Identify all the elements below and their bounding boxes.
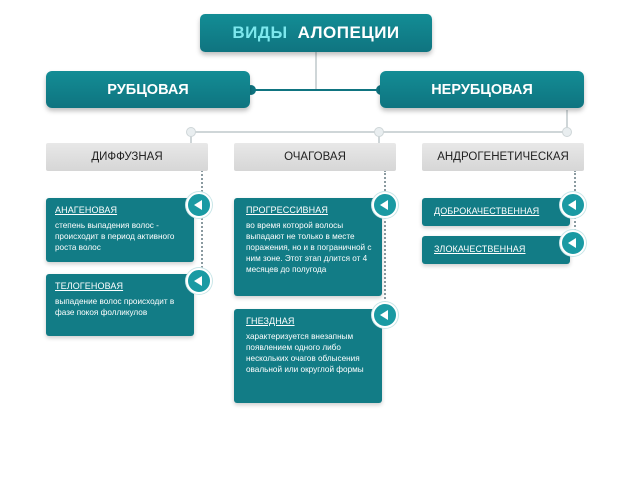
connector-dot-andro [562, 127, 572, 137]
card-anagen-title: АНАГЕНОВАЯ [55, 205, 118, 215]
card-anagen: АНАГЕНОВАЯ степень выпадения волос - про… [46, 198, 194, 262]
play-icon-anagen [186, 192, 212, 218]
dotted-line-diffuse [201, 170, 203, 280]
play-icon-progressive [372, 192, 398, 218]
card-malignant: ЗЛОКАЧЕСТВЕННАЯ [422, 236, 570, 264]
play-icon-benign [560, 192, 586, 218]
diffuse-box: ДИФФУЗНАЯ [46, 143, 208, 171]
title-box: ВИДЫ АЛОПЕЦИИ [200, 14, 432, 52]
play-icon-nested [372, 302, 398, 328]
card-benign-title: ДОБРОКАЧЕСТВЕННАЯ [434, 206, 540, 216]
card-telogen-text: выпадение волос происходит в фазе покоя … [55, 297, 175, 317]
card-progressive-title: ПРОГРЕССИВНАЯ [246, 205, 328, 215]
card-nested-text: характеризуется внезапным появлением одн… [246, 332, 364, 374]
connector-right-down [566, 110, 568, 132]
card-progressive-text: во время которой волосы выпадают не толь… [246, 221, 372, 274]
connector-level1 [250, 89, 380, 91]
card-nested: ГНЕЗДНАЯ характеризуется внезапным появл… [234, 309, 382, 403]
scarring-box: РУБЦОВАЯ [46, 71, 250, 108]
androgenetic-label: АНДРОГЕНЕТИЧЕСКАЯ [437, 151, 569, 163]
card-progressive: ПРОГРЕССИВНАЯ во время которой волосы вы… [234, 198, 382, 296]
play-icon-telogen [186, 268, 212, 294]
card-telogen-title: ТЕЛОГЕНОВАЯ [55, 281, 124, 291]
card-telogen: ТЕЛОГЕНОВАЯ выпадение волос происходит в… [46, 274, 194, 336]
nonscarring-box: НЕРУБЦОВАЯ [380, 71, 584, 108]
diffuse-label: ДИФФУЗНАЯ [91, 151, 163, 163]
card-anagen-text: степень выпадения волос - происходит в п… [55, 221, 175, 252]
connector-dot-diffuse [186, 127, 196, 137]
scarring-label: РУБЦОВАЯ [107, 81, 189, 98]
card-malignant-title: ЗЛОКАЧЕСТВЕННАЯ [434, 244, 526, 254]
androgenetic-box: АНДРОГЕНЕТИЧЕСКАЯ [422, 143, 584, 171]
card-nested-title: ГНЕЗДНАЯ [246, 316, 295, 326]
connector-dot-focal [374, 127, 384, 137]
connector-focal [378, 131, 380, 143]
play-icon-malignant [560, 230, 586, 256]
connector-diffuse [190, 131, 192, 143]
dotted-line-focal [384, 170, 386, 315]
focal-box: ОЧАГОВАЯ [234, 143, 396, 171]
title-part1: ВИДЫ [232, 23, 288, 42]
title-part2: АЛОПЕЦИИ [297, 23, 400, 42]
focal-label: ОЧАГОВАЯ [284, 151, 346, 163]
nonscarring-label: НЕРУБЦОВАЯ [431, 81, 533, 98]
card-benign: ДОБРОКАЧЕСТВЕННАЯ [422, 198, 570, 226]
connector-title-down [315, 52, 317, 90]
